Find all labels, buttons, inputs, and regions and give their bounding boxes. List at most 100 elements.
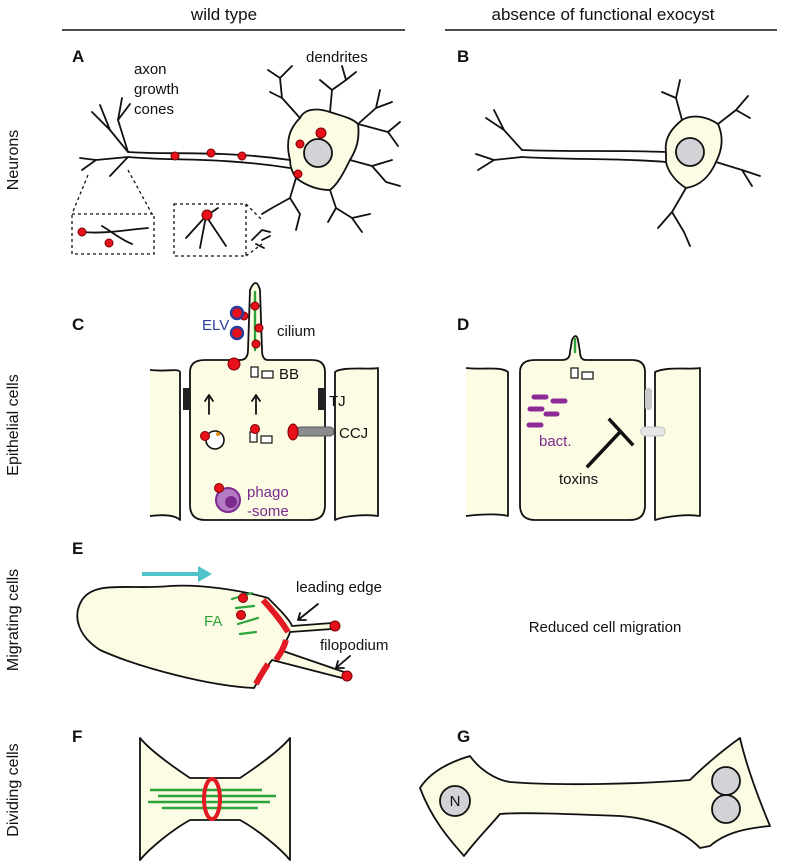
- zoom-lines-right: [245, 203, 263, 257]
- label-elv: ELV: [202, 317, 229, 334]
- arrow-up-left: [204, 394, 214, 415]
- label-nucleus: N: [450, 793, 461, 810]
- tight-junction-right: [318, 388, 325, 410]
- leading-edge: [260, 597, 291, 634]
- vesicle: [238, 593, 248, 603]
- label-toxins: toxins: [559, 471, 598, 488]
- panel-letter-d: D: [457, 315, 469, 334]
- leading-edge-pointer: [297, 603, 319, 621]
- label-bact: bact.: [539, 433, 572, 450]
- vesicle: [237, 151, 247, 161]
- label-cilium: cilium: [277, 323, 315, 340]
- neighbor-cell-left: [149, 369, 181, 521]
- phagosome-content: [225, 496, 237, 508]
- label-tj: TJ: [329, 393, 346, 410]
- row-label-epithelial: Epithelial cells: [5, 374, 22, 475]
- neighbor-cell-left: [465, 367, 509, 517]
- label-growth: growth: [134, 81, 179, 98]
- row-label-neurons: Neurons: [5, 130, 22, 190]
- migration-arrow-head: [198, 566, 212, 582]
- label-some: -some: [247, 503, 289, 520]
- axon-lower: [127, 156, 291, 169]
- label-cones: cones: [134, 101, 174, 118]
- vesicle: [250, 301, 260, 311]
- tight-junction-faded: [645, 388, 652, 410]
- inset-target-branch: [251, 229, 271, 249]
- inset-right-branches: [185, 207, 227, 249]
- daughter-cells-bridge: [419, 737, 771, 857]
- panel-letter-c: C: [72, 315, 84, 334]
- panel-letter-b: B: [457, 47, 469, 66]
- cadherin-junction-faded: [640, 426, 666, 437]
- arrow-up-right: [251, 394, 261, 415]
- basal-body: [261, 370, 274, 379]
- inset-left-branches: [81, 225, 149, 245]
- vesicle: [201, 209, 213, 221]
- toxin-block-symbol: [585, 417, 635, 469]
- row-label-dividing: Dividing cells: [5, 743, 22, 836]
- endosome-cargo: [216, 432, 220, 436]
- filopodium-pointer: [335, 655, 351, 669]
- row-label-migrating: Migrating cells: [5, 569, 22, 671]
- vesicle: [77, 227, 87, 237]
- neuron-dendrites: [261, 65, 401, 233]
- vesicle: [206, 148, 216, 158]
- zoom-lines-left: [71, 169, 153, 215]
- vesicle: [104, 238, 114, 248]
- axon-lower: [521, 156, 667, 163]
- neuron-dendrites: [657, 79, 761, 247]
- label-filopodium: filopodium: [320, 637, 388, 654]
- vesicle: [295, 139, 305, 149]
- neuron-nucleus: [303, 138, 333, 168]
- label-bb: BB: [279, 366, 299, 383]
- panel-c-epithelial: C ELV cilium BB TJ CCJ phago -so: [72, 282, 379, 521]
- vesicle: [293, 169, 303, 179]
- vesicle: [214, 483, 224, 493]
- midbody-ring: [202, 777, 222, 821]
- neighbor-cell-right: [334, 367, 379, 521]
- basal-body: [581, 371, 594, 380]
- label-phago: phago: [247, 484, 289, 501]
- growth-cone-branches: [475, 109, 523, 171]
- epithelial-cell: [189, 282, 326, 521]
- epithelial-cell: [519, 335, 646, 521]
- basal-body: [570, 367, 579, 379]
- panel-g-dividing: G N: [419, 727, 771, 857]
- dividing-cell: [139, 737, 291, 861]
- vesicle: [254, 323, 264, 333]
- label-dendrites: dendrites: [306, 49, 368, 66]
- extracellular-vesicle: [229, 305, 245, 321]
- tight-junction-left: [183, 388, 190, 410]
- header-wild-type: wild type: [190, 5, 257, 24]
- panel-letter-f: F: [72, 727, 82, 746]
- vesicle: [287, 423, 299, 441]
- label-ccj: CCJ: [339, 425, 368, 442]
- vesicle: [329, 620, 341, 632]
- panel-b-neuron: B: [457, 47, 761, 247]
- panel-letter-e: E: [72, 539, 83, 558]
- vesicle: [315, 127, 327, 139]
- axon-upper: [521, 149, 667, 153]
- leading-edge: [273, 639, 289, 662]
- neuron-nucleus: [675, 137, 705, 167]
- panel-letter-a: A: [72, 47, 84, 66]
- migrating-cell: [76, 584, 345, 689]
- label-fa: FA: [204, 613, 222, 630]
- axon-upper: [127, 151, 291, 161]
- zoom-inset-left: [71, 213, 155, 255]
- header-absence-exocyst: absence of functional exocyst: [491, 5, 714, 24]
- cadherin-junction: [295, 426, 335, 437]
- vesicle: [236, 610, 246, 620]
- leading-edge: [253, 662, 271, 686]
- label-axon: axon: [134, 61, 167, 78]
- neighbor-cell-right: [654, 367, 701, 521]
- vesicle: [250, 424, 260, 434]
- vesicle: [251, 339, 261, 349]
- panel-letter-g: G: [457, 727, 470, 746]
- nucleus: [711, 794, 741, 824]
- growth-cone-branches: [79, 97, 131, 177]
- panel-a-neuron: A axon growth cones dendrites: [71, 47, 401, 257]
- extracellular-vesicle: [229, 325, 245, 341]
- bacteria: [526, 394, 568, 428]
